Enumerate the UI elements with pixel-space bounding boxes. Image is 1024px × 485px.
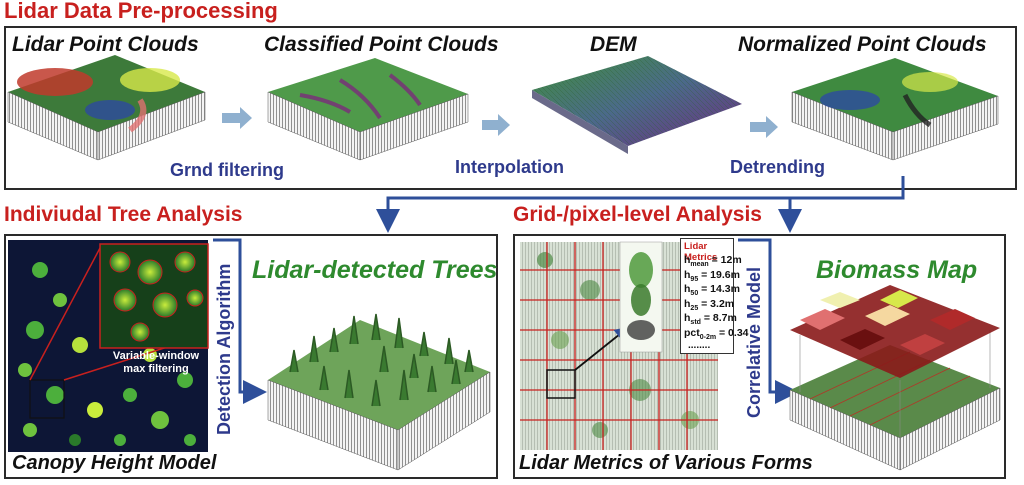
- lidar-metrics-title: Lidar Metrics: [684, 241, 718, 263]
- lidar-metric-row: hstd = 8.7m: [684, 312, 737, 326]
- raw-point-cloud-image: [7, 55, 206, 161]
- lidar-metric-subscript: std: [690, 319, 701, 327]
- stage-label-classified: Classified Point Clouds: [264, 33, 499, 56]
- classified-point-cloud-image: [267, 58, 469, 161]
- lidar-metrics-panel: [680, 238, 734, 354]
- stage-label-normalized: Normalized Point Clouds: [738, 33, 987, 56]
- lidar-metric-row: h25 = 3.2m: [684, 298, 734, 312]
- lidar-metric-row: h50 = 14.3m: [684, 283, 740, 297]
- detection-algorithm-label: Detection Algorithm: [214, 263, 234, 435]
- lidar-metric-subscript: 50: [690, 290, 699, 298]
- lidar-metric-value: = 14.3m: [698, 283, 740, 295]
- lidar-metric-value: = 8.7m: [700, 312, 737, 324]
- step-label-ground-filtering: Grnd filtering: [170, 160, 284, 180]
- metrics-label: Lidar Metrics of Various Forms: [519, 452, 813, 474]
- preprocessing-title: Lidar Data Pre-processing: [4, 0, 278, 23]
- lidar-metric-value: = 0.34: [716, 326, 749, 339]
- lidar-metric-subscript: 25: [690, 304, 699, 312]
- lidar-metric-symbol: h: [684, 268, 691, 281]
- individual-tree-title: Indiviudal Tree Analysis: [4, 203, 243, 226]
- lidar-metric-symbol: h: [684, 297, 691, 310]
- inset-caption-line2: max filtering: [123, 363, 189, 375]
- stage-label-raw: Lidar Point Clouds: [12, 33, 199, 56]
- grid-analysis-title: Grid-/pixel-level Analysis: [513, 203, 762, 226]
- step-label-interpolation: Interpolation: [455, 157, 564, 177]
- lidar-metric-row: hmean = 12m: [684, 254, 742, 268]
- inset-caption-line1: Variable-window: [112, 350, 200, 362]
- chm-label: Canopy Height Model: [12, 452, 217, 474]
- lidar-metric-value: = 12m: [708, 254, 742, 266]
- flow-connector: [376, 176, 905, 233]
- lidar-metric-symbol: h: [684, 254, 691, 266]
- inset-caption: Variable-window max filtering: [104, 350, 208, 376]
- magnified-inset-image: [99, 243, 209, 349]
- lidar-metric-row: h95 = 19.6m: [684, 269, 740, 283]
- lidar-metric-symbol: pct: [684, 326, 700, 339]
- detection-arrow: [213, 238, 267, 404]
- step-label-detrending: Detrending: [730, 157, 826, 177]
- correlative-model-label: Correlative Model: [744, 266, 764, 418]
- step-arrow-3: [750, 116, 778, 138]
- lidar-metric-subscript: mean: [690, 261, 709, 269]
- lidar-metric-subscript: 95: [690, 275, 699, 283]
- lidar-metric-row: pct0-2m = 0.34: [684, 327, 749, 341]
- biomass-map-image: [789, 285, 1001, 471]
- normalized-point-cloud-image: [791, 58, 999, 161]
- step-arrow-2: [482, 114, 510, 136]
- lidar-metric-symbol: h: [684, 312, 691, 324]
- stage-label-dem: DEM: [590, 33, 637, 56]
- step-arrow-1: [222, 107, 252, 129]
- dem-image: [532, 56, 742, 154]
- detected-trees-label: Lidar-detected Trees: [252, 256, 498, 284]
- lidar-metric-value: = 19.6m: [698, 268, 740, 281]
- lidar-metrics-ellipsis: ........: [688, 340, 711, 351]
- lidar-metric-symbol: h: [684, 283, 691, 295]
- detected-trees-image: [267, 313, 491, 471]
- biomass-map-label: Biomass Map: [816, 256, 978, 284]
- lidar-metric-subscript: 0-2m: [699, 333, 717, 341]
- lidar-metric-value: = 3.2m: [698, 297, 735, 310]
- correlative-model-arrow: [738, 238, 799, 404]
